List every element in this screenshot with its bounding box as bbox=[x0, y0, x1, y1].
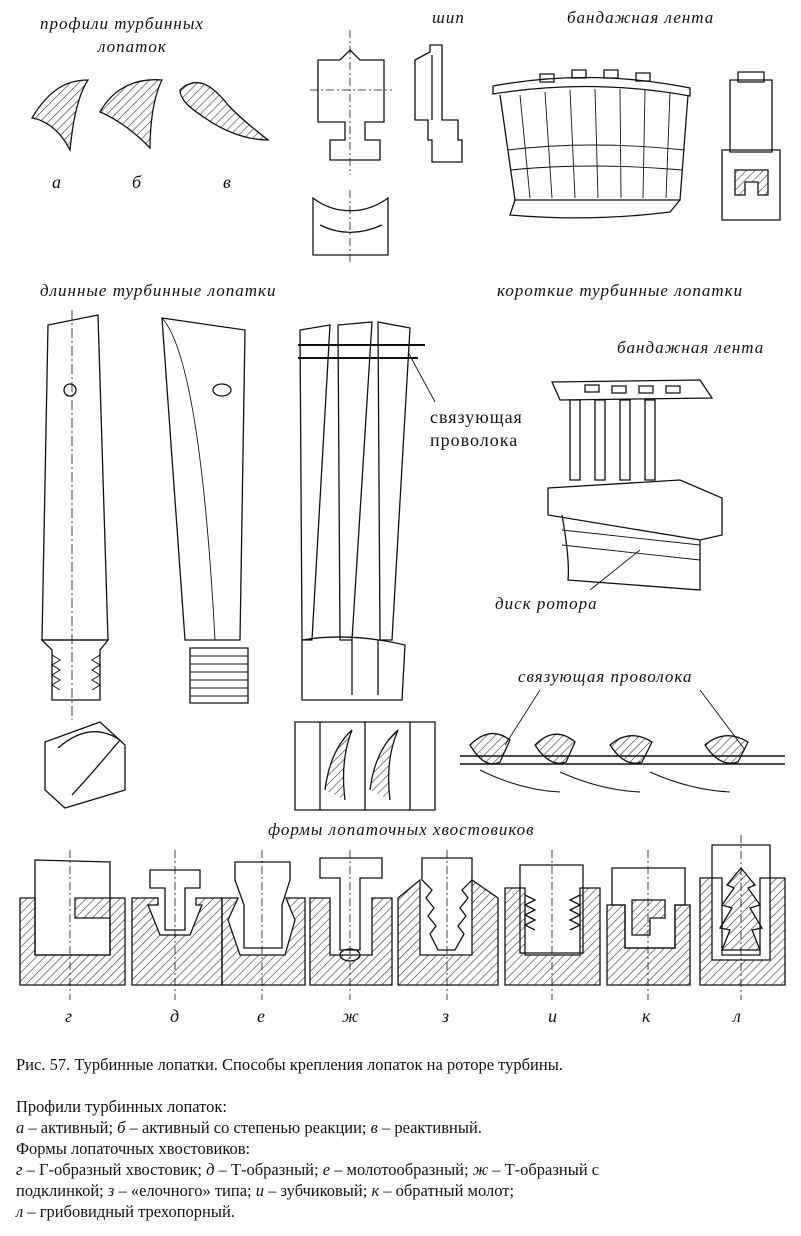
binding-wire-label-line1: связующая bbox=[430, 407, 523, 427]
legend-text: подклинкой; bbox=[16, 1181, 108, 1200]
tenon-label: шип bbox=[432, 8, 465, 27]
profile-active-reaction-drawing bbox=[100, 80, 162, 148]
long-blades-title: длинные турбинные лопатки bbox=[40, 281, 277, 300]
profile-letter-b: б bbox=[132, 172, 142, 192]
root-form-e-drawing bbox=[222, 850, 305, 1000]
legend-text: – активный; bbox=[24, 1118, 118, 1137]
root-letter-zh: ж bbox=[342, 1006, 359, 1026]
profiles-legend-line: а – активный; б – активный со степенью р… bbox=[16, 1117, 482, 1138]
root-form-z-drawing bbox=[398, 850, 498, 1000]
wired-blades-drawing bbox=[298, 322, 425, 700]
profile-reactive-drawing bbox=[180, 83, 268, 140]
root-form-l-drawing bbox=[700, 835, 785, 1000]
root-letter-z: з bbox=[442, 1006, 450, 1026]
root-letter-i: и bbox=[548, 1006, 557, 1026]
root-form-g-drawing bbox=[20, 850, 125, 1000]
rotor-disk-label: диск ротора bbox=[495, 594, 598, 613]
legend-text: – грибовидный трехопорный. bbox=[23, 1202, 235, 1221]
root-form-d-drawing bbox=[132, 850, 222, 1000]
root-form-zh-drawing bbox=[310, 850, 392, 1000]
root-forms-title: формы лопаточных хвостовиков bbox=[268, 820, 535, 839]
profile-letter-v: в bbox=[223, 172, 231, 192]
legend-letter: и bbox=[255, 1181, 264, 1200]
blade-perspective-drawing bbox=[45, 722, 125, 808]
root-letter-k: к bbox=[642, 1006, 651, 1026]
root-letter-e: е bbox=[257, 1006, 265, 1026]
root-form-i-drawing bbox=[505, 850, 600, 1000]
root-form-k-drawing bbox=[607, 850, 690, 1000]
legend-text: – Т-образный с bbox=[488, 1160, 600, 1179]
legend-text: – реактивный. bbox=[377, 1118, 482, 1137]
profile-letter-a: а bbox=[52, 172, 61, 192]
profile-active-drawing bbox=[32, 80, 88, 150]
legend-text: – Т-образный; bbox=[214, 1160, 323, 1179]
roots-legend-line2: подклинкой; з – «елочного» типа; и – зуб… bbox=[16, 1180, 514, 1201]
turbine-blades-figure bbox=[0, 0, 801, 1040]
legend-text: – активный со степенью реакции; bbox=[125, 1118, 371, 1137]
legend-letter: б bbox=[117, 1118, 126, 1137]
short-blades-drawing bbox=[548, 380, 722, 590]
root-letter-g: г bbox=[65, 1006, 73, 1026]
legend-text: – зубчиковый; bbox=[263, 1181, 372, 1200]
legend-text: – «елочного» типа; bbox=[114, 1181, 256, 1200]
legend-letter: ж bbox=[472, 1160, 489, 1179]
legend-letter: г bbox=[16, 1160, 23, 1179]
legend-text: – Г-образный хвостовик; bbox=[22, 1160, 207, 1179]
wire-through-blades-drawing bbox=[460, 734, 785, 792]
legend-letter: в bbox=[370, 1118, 378, 1137]
long-blade-front-drawing bbox=[42, 310, 108, 720]
legend-letter: з bbox=[107, 1181, 115, 1200]
shrouded-row-drawing bbox=[493, 70, 780, 220]
legend-letter: е bbox=[322, 1160, 331, 1179]
legend-letter: а bbox=[16, 1118, 25, 1137]
tenon-blade-drawing bbox=[310, 30, 462, 262]
legend-text: – молотообразный; bbox=[330, 1160, 473, 1179]
shroud-right-label: бандажная лента bbox=[617, 338, 765, 357]
blade-channels-drawing bbox=[295, 722, 435, 810]
root-letter-d: д bbox=[170, 1006, 180, 1026]
profiles-title-line2: лопаток bbox=[98, 37, 167, 56]
profiles-heading: Профили турбинных лопаток: bbox=[16, 1097, 228, 1116]
binding-wire-label-line2: проволока bbox=[430, 430, 519, 450]
legend-text: – обратный молот; bbox=[379, 1181, 515, 1200]
roots-legend-line1: г – Г-образный хвостовик; д – Т-образный… bbox=[16, 1159, 599, 1180]
root-letter-l: л bbox=[733, 1006, 741, 1026]
shroud-top-label: бандажная лента bbox=[567, 8, 715, 27]
legend-letter: д bbox=[206, 1160, 215, 1179]
roots-legend-line3: л – грибовидный трехопорный. bbox=[16, 1201, 235, 1222]
profiles-title-line1: профили турбинных bbox=[40, 14, 204, 33]
binding-wire-bottom-label: связующая проволока bbox=[518, 667, 693, 686]
figure-caption-title: Рис. 57. Турбинные лопатки. Способы креп… bbox=[16, 1055, 563, 1074]
long-blade-twisted-drawing bbox=[162, 318, 248, 703]
roots-heading: Формы лопаточных хвостовиков: bbox=[16, 1139, 251, 1158]
legend-letter: к bbox=[371, 1181, 380, 1200]
short-blades-title: короткие турбинные лопатки bbox=[497, 281, 744, 300]
legend-letter: л bbox=[16, 1202, 24, 1221]
